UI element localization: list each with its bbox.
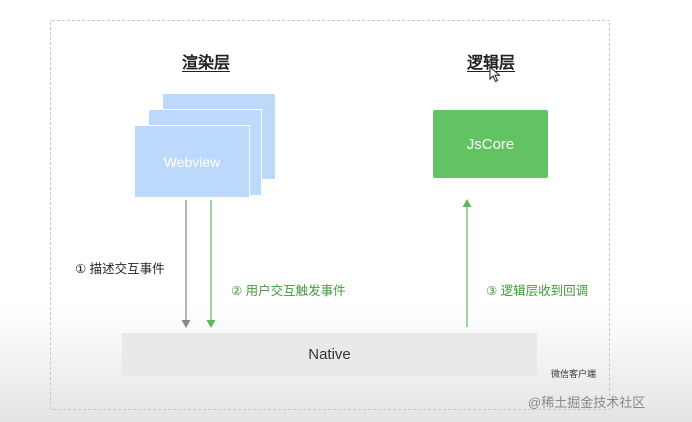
webview-card: Webview: [134, 125, 250, 198]
jscore-box: JsCore: [433, 110, 548, 178]
mouse-pointer-icon: [489, 65, 501, 88]
watermark: @稀土掘金技术社区: [528, 395, 646, 410]
diagram-frame: [50, 20, 610, 410]
logic-layer-title: 逻辑层: [466, 55, 516, 72]
step2-label: ② 用户交互触发事件: [231, 284, 346, 298]
arrow-describe-event: [181, 200, 191, 328]
render-layer-title: 渲染层: [181, 55, 231, 72]
native-bar: Native: [122, 333, 537, 376]
arrow-user-trigger-event: [206, 200, 216, 328]
arrow-logic-callback: [462, 199, 472, 327]
step1-label: ① 描述交互事件: [75, 262, 165, 276]
step3-label: ③ 逻辑层收到回调: [486, 284, 589, 298]
wechat-client-label: 微信客户端: [551, 369, 597, 379]
